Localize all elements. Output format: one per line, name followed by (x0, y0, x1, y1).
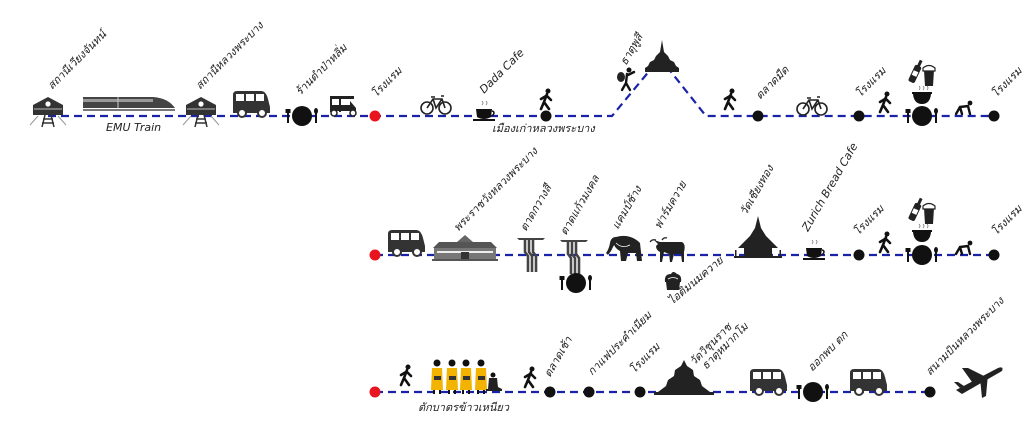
label-wat-xieng-thong: วัดเชียงทอง (737, 161, 777, 217)
stupa-icon (645, 40, 679, 72)
temple-icon (734, 216, 782, 258)
stop-dot (853, 110, 865, 122)
soup-bowl-icon (911, 85, 933, 105)
dining-icon (559, 273, 592, 293)
stop-dot (752, 110, 764, 122)
label-kuang-si: ตาดกวางสี (517, 180, 555, 233)
bicycle-icon (796, 96, 828, 116)
train-station-icon (29, 96, 67, 128)
label-zurich-cafe: Zurich Bread Cafe (799, 140, 861, 234)
label-elephant: แคมป์ช้าง (609, 182, 645, 231)
beer-icon (907, 196, 936, 225)
label-lunch: ออกพบ ตก (805, 328, 851, 374)
stop-dot (634, 386, 646, 398)
stop-dot (924, 386, 936, 398)
van-icon (232, 90, 271, 118)
hotel-dot-start (369, 386, 381, 398)
train-station-icon (182, 96, 220, 128)
label-hotel: โรงแรม (627, 340, 663, 376)
stop-dot (583, 386, 595, 398)
label-hotel-1: โรงแรม (851, 202, 887, 238)
label-buffalo-farm: ฟาร์มควาย (651, 178, 690, 232)
crawling-icon (954, 99, 974, 116)
label-morning-market: ตลาดเช้า (541, 334, 575, 380)
hiker-icon (615, 66, 636, 92)
palace-icon (432, 235, 498, 261)
airplane-icon (954, 367, 1003, 398)
walking-icon (878, 230, 892, 254)
monk-icon (445, 358, 459, 395)
soup-bowl-icon (911, 223, 933, 243)
hotel-dot-start (369, 110, 381, 122)
coffee-icon (472, 100, 496, 122)
label-hotel-2: โรงแรม (989, 202, 1024, 238)
stop-dot (988, 110, 1000, 122)
label-station-lp: สถานีหลวงพระบาง (193, 18, 267, 92)
label-old-town: เมืองเก่าหลวงพระบาง (492, 122, 596, 135)
label-alms-giving: ตักบาตรข้าวเหนียว (418, 401, 510, 414)
walking-icon (399, 363, 413, 387)
beer-icon (907, 58, 936, 87)
stop-dot (540, 110, 552, 122)
van-icon (387, 229, 426, 257)
label-tad-kaew: ตาดแก้วมงคล (557, 172, 602, 238)
bicycle-icon (420, 95, 452, 115)
label-emu-train: EMU Train (106, 121, 161, 134)
praying-icon (486, 372, 502, 391)
label-station-start: สถานีเวียงจันทน์ (45, 26, 111, 92)
label-hotel-2: โรงแรม (853, 64, 889, 100)
day3-route: ตักบาตรข้าวเหนียว ตลาดเช้า กาแฟประคำเนีย… (369, 293, 1008, 414)
walking-icon (878, 90, 892, 114)
coffee-icon (802, 239, 826, 261)
label-lunch: ร้านตำป่าหลิ่ม (292, 39, 351, 98)
buffalo-icon (649, 237, 686, 263)
van-icon (849, 368, 888, 396)
monk-icon (459, 358, 473, 395)
stop-dot (544, 386, 556, 398)
waterfall-icon (558, 238, 590, 276)
train-icon (82, 96, 176, 112)
walking-icon (723, 87, 737, 111)
hotel-dot-start (369, 249, 381, 261)
stop-dot (988, 249, 1000, 261)
label-dada-cafe: Dada Cafe (477, 46, 527, 96)
label-hotel-1: โรงแรม (369, 64, 405, 100)
day1-route: สถานีเวียงจันทน์ EMU Train สถานีหลวงพระบ… (29, 18, 1024, 135)
monk-icon (474, 358, 488, 395)
walking-icon (539, 87, 553, 111)
day2-route: พระราชวังหลวงพระบาง ตาดกวางสี ตาดแก้วมงค… (369, 140, 1024, 307)
elephant-icon (605, 235, 643, 262)
label-night-market: ตลาดมืด (753, 63, 792, 102)
stop-dot (853, 249, 865, 261)
walking-icon (523, 365, 537, 389)
tuk-tuk-icon (329, 95, 357, 117)
label-phousi: ธาตุพูสี (617, 30, 646, 68)
crawling-icon (954, 239, 974, 256)
monk-icon (430, 358, 444, 395)
label-hotel-3: โรงแรม (989, 64, 1024, 100)
label-airport: สนามบินหลวงพระบาง (923, 293, 1008, 378)
